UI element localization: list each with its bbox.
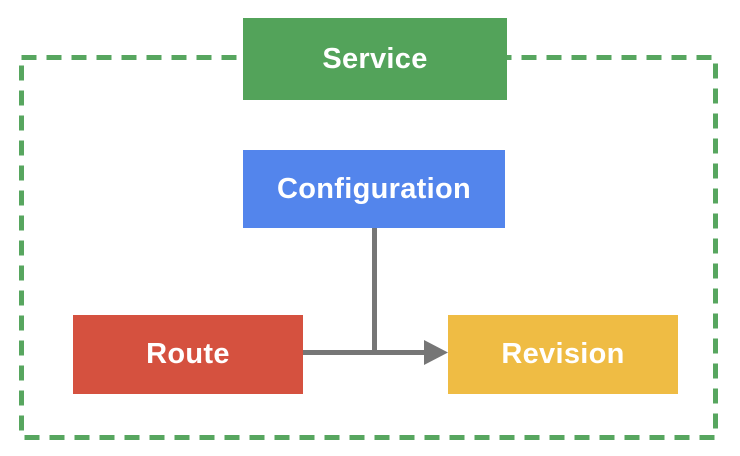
node-service: Service bbox=[243, 18, 507, 100]
node-route: Route bbox=[73, 315, 303, 394]
dashed-boundary bbox=[19, 55, 718, 440]
node-revision: Revision bbox=[448, 315, 678, 394]
node-route-label: Route bbox=[146, 338, 230, 370]
node-configuration: Configuration bbox=[243, 150, 505, 228]
arrowhead-icon bbox=[424, 340, 448, 365]
node-revision-label: Revision bbox=[501, 338, 625, 370]
node-service-label: Service bbox=[322, 42, 428, 75]
node-configuration-label: Configuration bbox=[277, 172, 471, 205]
